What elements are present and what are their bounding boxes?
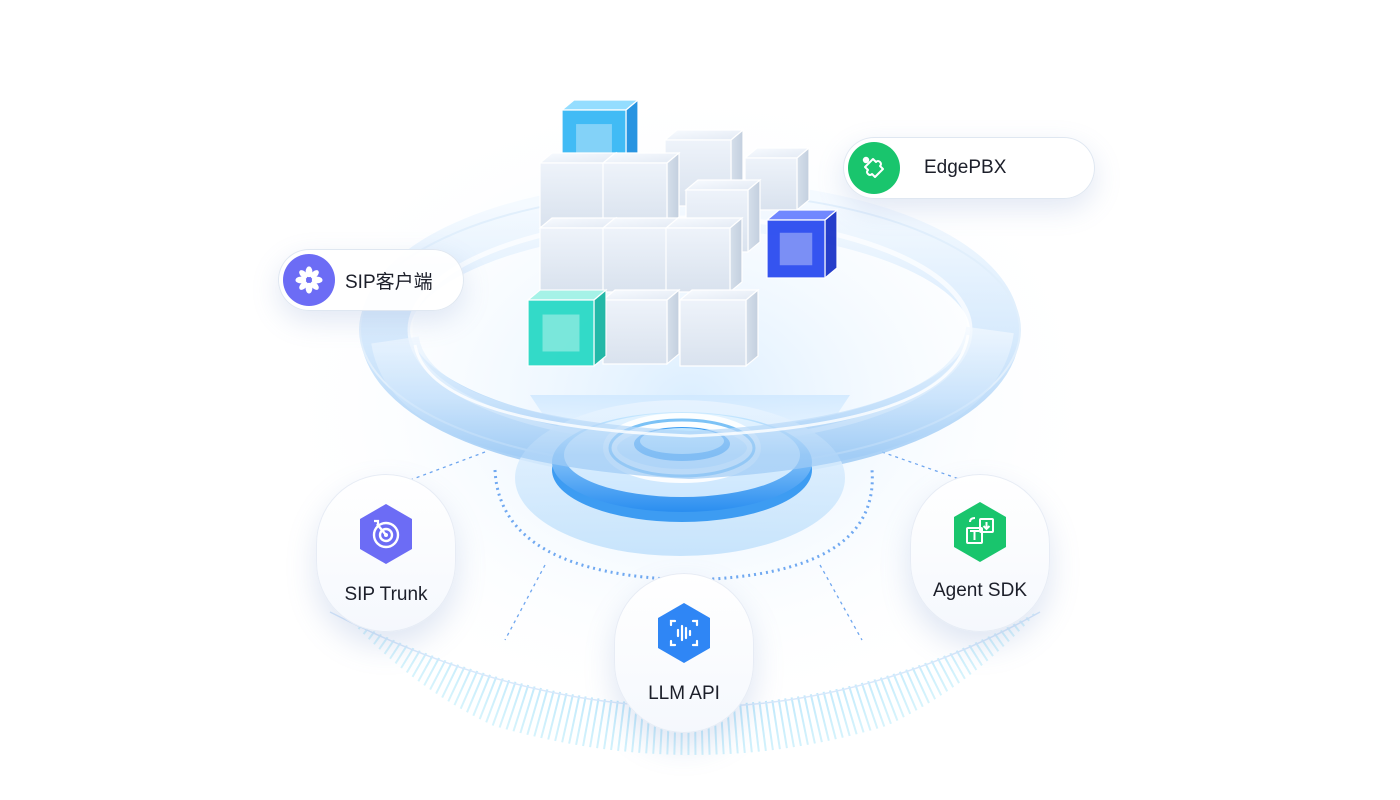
pill-label: EdgePBX <box>924 157 1007 178</box>
puzzle-icon <box>848 142 900 194</box>
cube-front <box>539 227 605 293</box>
node-label: Agent SDK <box>933 580 1027 601</box>
fan-stripe <box>441 610 530 698</box>
node-sip-trunk[interactable]: SIP Trunk <box>316 474 456 632</box>
flower-icon <box>283 254 335 306</box>
pill-sip-client[interactable]: SIP客户端 <box>278 249 464 311</box>
cube-front <box>602 227 668 293</box>
node-label: SIP Trunk <box>344 584 428 605</box>
cube-side <box>796 146 810 212</box>
cube-front <box>665 227 731 293</box>
fan-stripe <box>860 610 955 688</box>
cube-cyan-top <box>560 99 640 111</box>
fan-stripe <box>852 610 943 696</box>
cube-top <box>678 289 760 301</box>
voice-wave-icon <box>654 601 714 665</box>
cube-side <box>747 178 761 254</box>
node-agent-sdk[interactable]: Agent SDK <box>910 474 1050 632</box>
cube-top <box>601 289 681 301</box>
text-translate-icon <box>950 500 1010 564</box>
cube-teal-inner <box>542 314 580 352</box>
cube-navy-front <box>766 219 826 279</box>
cube-navy-side <box>824 208 838 280</box>
cube-top <box>664 217 744 229</box>
cube-front <box>679 299 747 367</box>
cube-side <box>666 288 680 366</box>
cube-teal-side <box>593 288 607 368</box>
cube-top <box>601 152 681 164</box>
connector-lines <box>404 451 963 641</box>
cube-side <box>666 151 680 229</box>
cube-side <box>729 216 743 294</box>
node-label: LLM API <box>648 683 720 704</box>
cube-navy-inner <box>779 232 813 266</box>
cube-teal-top <box>526 289 608 301</box>
cube-cluster <box>526 98 839 368</box>
cube-top <box>663 129 745 141</box>
node-llm-api[interactable]: LLM API <box>614 573 754 733</box>
fan-stripe <box>429 610 522 691</box>
pill-label: SIP客户端 <box>345 271 433 293</box>
target-icon <box>356 502 416 566</box>
pill-edgepbx[interactable]: EdgePBX <box>843 137 1095 199</box>
cube-side <box>745 288 759 368</box>
cube-front <box>602 299 668 365</box>
cube-teal-front <box>527 299 595 367</box>
